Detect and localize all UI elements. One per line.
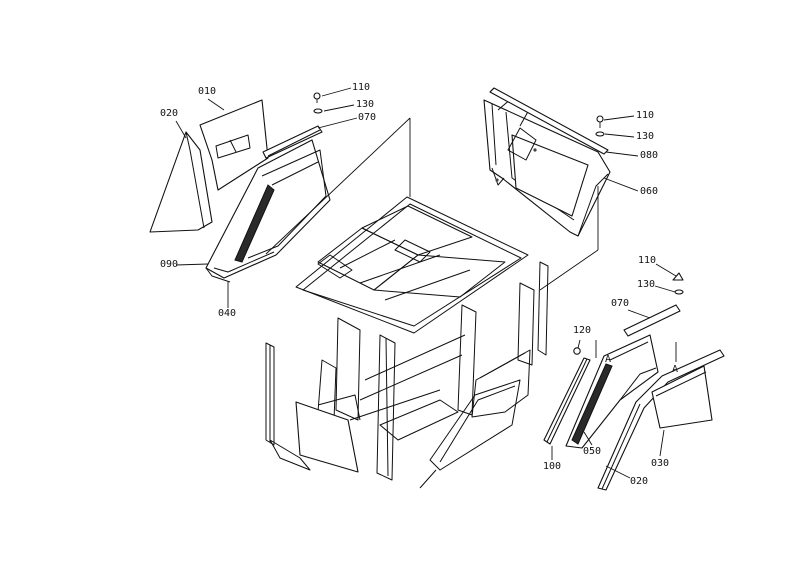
part-100 xyxy=(543,357,591,445)
washer-130-right-lower-icon xyxy=(674,289,684,295)
part-040-090-left xyxy=(205,139,331,283)
leader-lines xyxy=(175,87,677,479)
callout-c-060: 060 xyxy=(640,186,658,197)
part-020-right xyxy=(597,349,725,491)
callout-c-130-right-low: 130 xyxy=(637,279,655,290)
callout-c-070-left: 070 xyxy=(358,112,376,123)
callout-c-130-left: 130 xyxy=(356,99,374,110)
callout-c-090: 090 xyxy=(160,259,178,270)
cab-frame xyxy=(295,196,549,489)
callout-c-110-left: 110 xyxy=(352,82,370,93)
screw-120-icon xyxy=(573,347,581,355)
callout-c-070-right: 070 xyxy=(611,298,629,309)
hardware-left xyxy=(313,92,323,114)
left-lower-panel xyxy=(265,342,361,473)
callout-c-130-right-top: 130 xyxy=(636,131,654,142)
callout-c-030: 030 xyxy=(651,458,669,469)
callout-c-020-right: 020 xyxy=(630,476,648,487)
callout-c-080: 080 xyxy=(640,150,658,161)
callout-c-010-left: 010 xyxy=(198,86,216,97)
callout-c-100: 100 xyxy=(543,461,561,472)
part-070-left xyxy=(262,125,323,159)
bolt-110-right-icon xyxy=(596,115,604,123)
part-030-right xyxy=(651,365,713,429)
part-050 xyxy=(565,334,659,449)
hardware-right-top xyxy=(595,115,605,137)
callout-c-040: 040 xyxy=(218,308,236,319)
part-060-rear-panel xyxy=(483,97,611,237)
part-010-left xyxy=(199,99,269,191)
washer-130-right-icon xyxy=(595,131,605,137)
washer-130-left-icon xyxy=(313,108,323,114)
callout-c-120: 120 xyxy=(573,325,591,336)
callout-labels: 010 020 110 130 070 090 040 110 130 080 060 110 130 0… xyxy=(160,82,678,487)
callout-c-050: 050 xyxy=(583,446,601,457)
part-080-strip xyxy=(489,87,609,155)
section-marker-m-a-1: A xyxy=(605,354,611,365)
part-070-right xyxy=(623,304,681,337)
hardware-right-lower xyxy=(573,272,684,355)
callout-c-110-right-top: 110 xyxy=(636,110,654,121)
assembly-lines xyxy=(265,117,677,362)
bolt-110-left-icon xyxy=(313,92,321,100)
bolt-110-right-lower-icon xyxy=(672,272,684,281)
part-020-left xyxy=(149,131,213,233)
callout-c-020-left: 020 xyxy=(160,108,178,119)
section-marker-m-a-2: A xyxy=(672,364,678,375)
callout-c-110-right-low: 110 xyxy=(638,255,656,266)
